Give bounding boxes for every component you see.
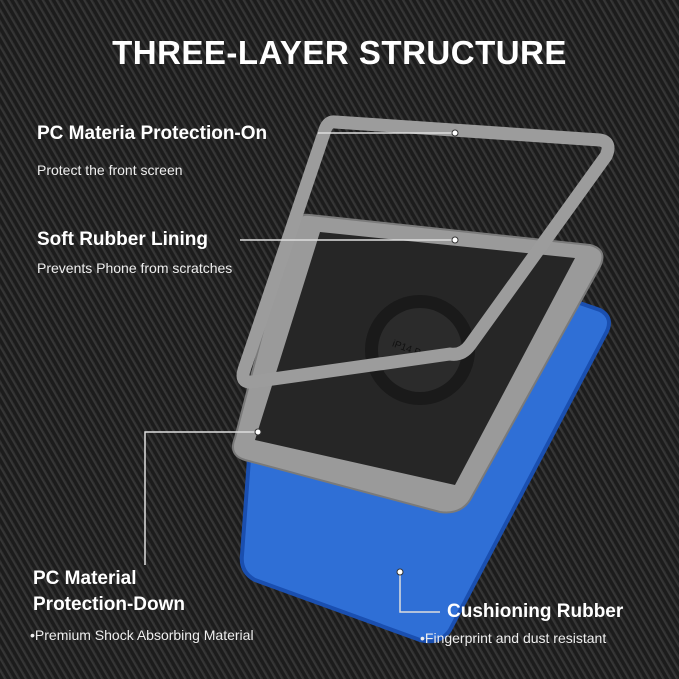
callout-dot-pc-down <box>254 428 262 436</box>
callout-dot-pc-on <box>451 129 459 137</box>
page-title: THREE-LAYER STRUCTURE <box>112 34 567 71</box>
callout-heading-pc-on: PC Materia Protection-On <box>37 123 268 144</box>
callout-heading-lining: Soft Rubber Lining <box>37 229 208 250</box>
callout-sub-cushion: •Fingerprint and dust resistant <box>420 630 607 646</box>
callout-sub-pc-on: Protect the front screen <box>37 162 183 178</box>
callout-sub-lining: Prevents Phone from scratches <box>37 260 233 276</box>
callout-heading-cushion: Cushioning Rubber <box>447 601 624 622</box>
callout-line-cushion <box>399 574 440 613</box>
callout-dot-lining <box>451 236 459 244</box>
callout-sub-pc-down: •Premium Shock Absorbing Material <box>30 627 254 643</box>
pc-front-frame <box>236 115 615 389</box>
callout-heading-pc-down-2: Protection-Down <box>33 594 185 615</box>
callout-dot-cushion <box>396 568 404 576</box>
callout-line-pc-down <box>144 431 256 565</box>
callout-heading-pc-down-1: PC Material <box>33 568 137 589</box>
magsafe-ring-center <box>378 308 462 392</box>
